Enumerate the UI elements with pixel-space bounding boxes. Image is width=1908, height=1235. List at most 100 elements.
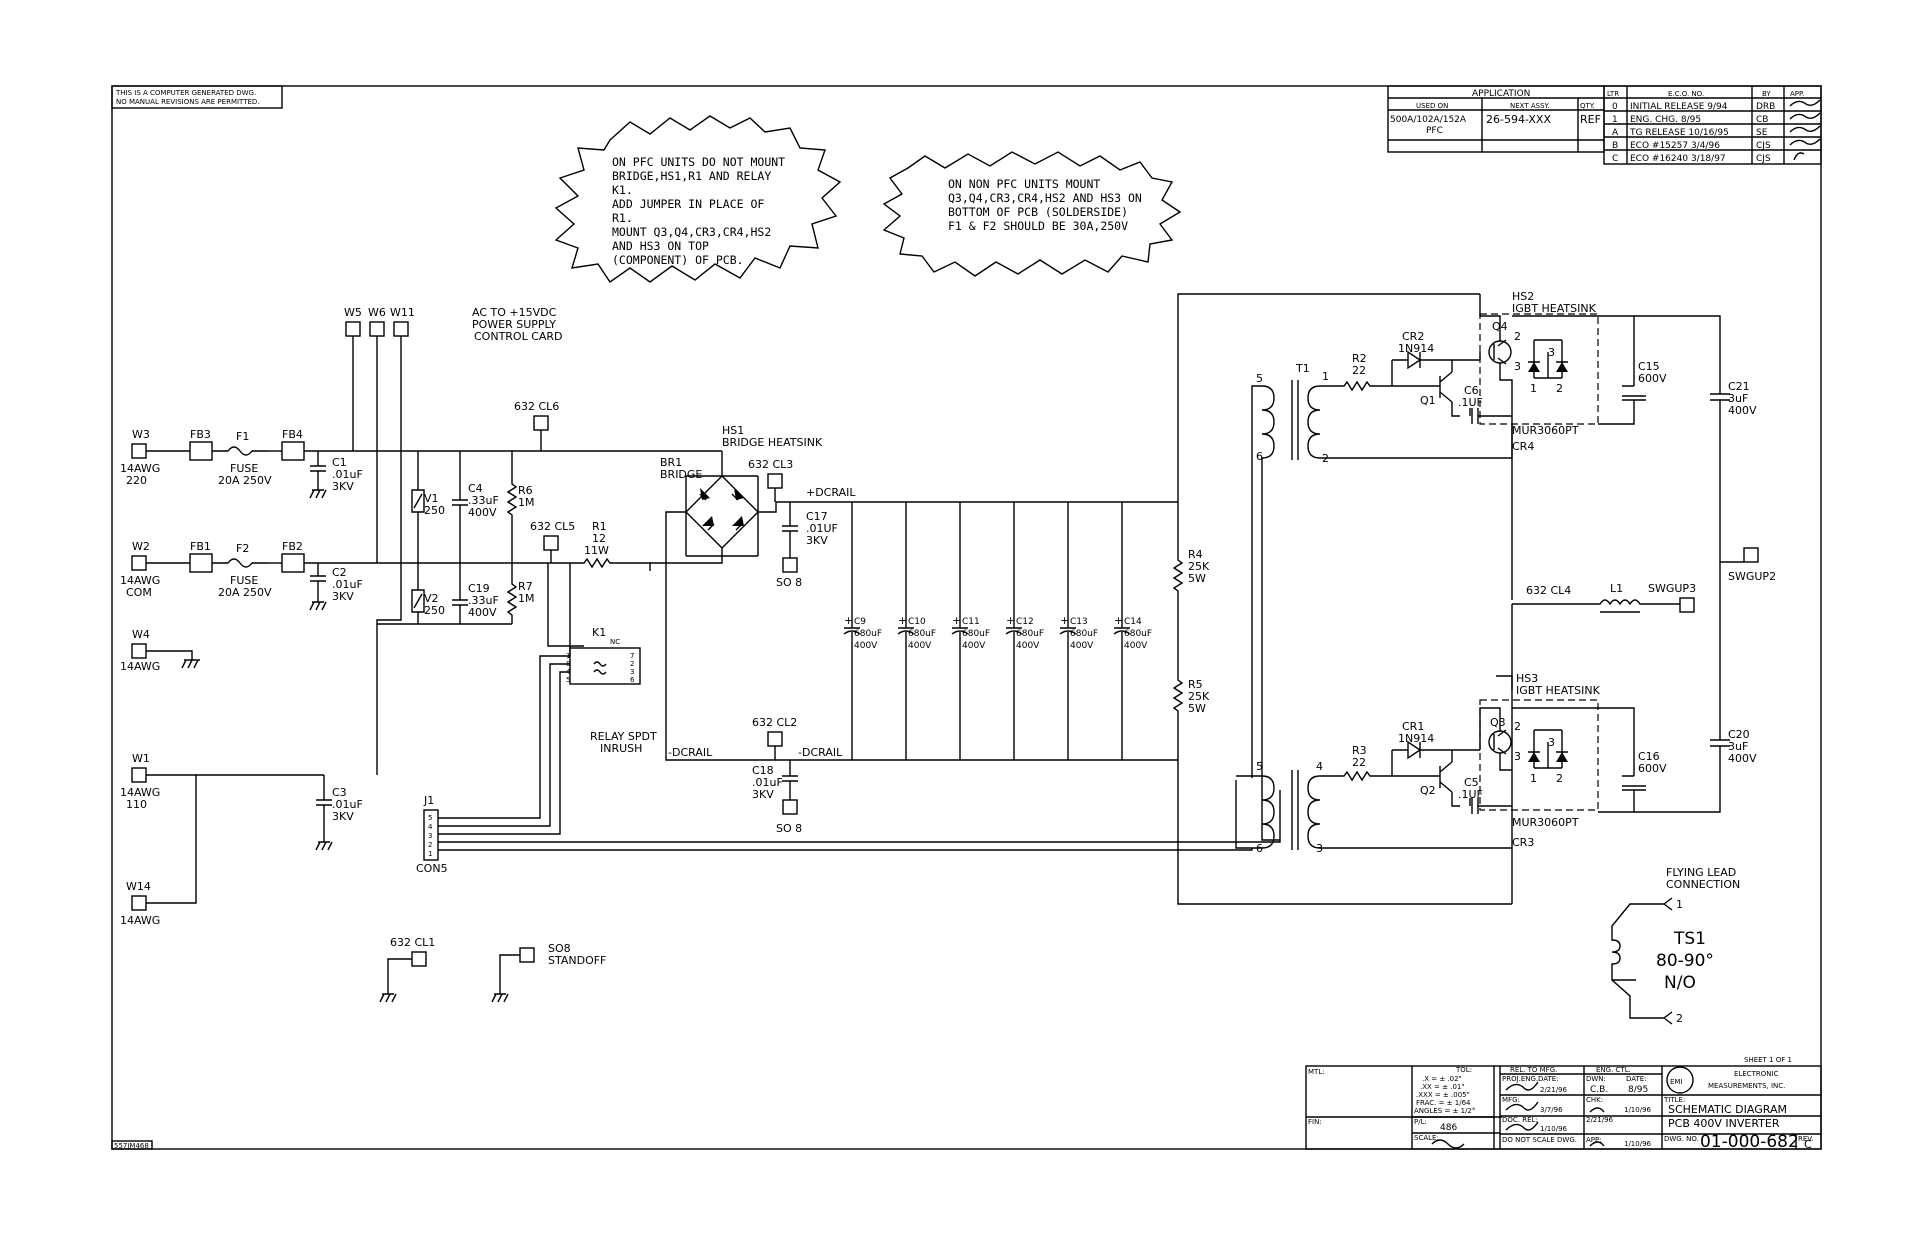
w2-awg: 14AWG	[120, 574, 160, 587]
ac-input-section: W3 14AWG 220 W2 14AWG COM W4 14AWG W1 14…	[120, 306, 722, 927]
cl2-label: 632 CL2	[752, 716, 797, 729]
varistor-v1	[411, 451, 425, 563]
w1-value: 110	[126, 798, 147, 811]
non-pfc-note-line: BOTTOM OF PCB (SOLDERSIDE)	[948, 205, 1128, 219]
tb-eng-ctl: ENG. CTL.	[1596, 1066, 1631, 1074]
svg-text:5: 5	[1256, 372, 1263, 385]
bulk-capacitor	[951, 502, 969, 760]
rev-row-ltr: B	[1612, 141, 1618, 151]
hs2-desc: IGBT HEATSINK	[1512, 302, 1597, 315]
stamp-box	[111, 1140, 153, 1150]
mur-lower-label: MUR3060PT	[1512, 816, 1579, 829]
rev-row-eco: ENG. CHG. 8/95	[1630, 115, 1701, 125]
resistor-r4-r5	[1172, 502, 1184, 760]
bulk-capacitor-label: C9	[854, 617, 866, 627]
app-used-on-2: PFC	[1426, 126, 1443, 136]
pfc-note-line: AND HS3 ON TOP	[612, 239, 709, 253]
test-point-cl5	[543, 535, 559, 551]
cl3-label: 632 CL3	[748, 458, 793, 471]
mur-diode-lower-a	[1528, 752, 1540, 762]
r5-rating: 5W	[1188, 702, 1206, 715]
capacitor-c3	[315, 775, 333, 851]
pfc-note-line: BRIDGE,HS1,R1 AND RELAY	[612, 169, 771, 183]
con5-label: CON5	[416, 862, 448, 875]
so8-upper	[782, 557, 798, 573]
w6-label: W6	[368, 306, 386, 319]
tb-date-value-3: 1/10/96	[1540, 1125, 1568, 1133]
scale-none-symbol	[1431, 1139, 1465, 1149]
app-title: APPLICATION	[1472, 89, 1530, 99]
c3-voltage: 3KV	[332, 810, 354, 823]
c18-voltage: 3KV	[752, 788, 774, 801]
r7-label: R7	[518, 580, 533, 593]
c6-label: C6	[1464, 384, 1479, 397]
rev-row-ltr: 0	[1612, 102, 1618, 112]
tb-tol-xxx: .XXX = ± .005"	[1416, 1091, 1470, 1099]
w1-label: W1	[132, 752, 150, 765]
j1-label: J1	[423, 794, 434, 807]
ferrite-fb3	[189, 441, 213, 461]
c15-label: C15	[1638, 360, 1660, 373]
bulk-capacitor-label: 400V	[1070, 641, 1094, 651]
v2-value: 250	[424, 604, 445, 617]
cl1-label: 632 CL1	[390, 936, 435, 949]
app-used-on-header: USED ON	[1416, 102, 1448, 110]
capacitor-c4	[452, 451, 468, 563]
r6-value: 1M	[518, 496, 535, 509]
fuse-f2	[212, 558, 268, 568]
relay-k1	[569, 647, 641, 685]
k1-label: K1	[592, 626, 606, 639]
pfc-note-line: ADD JUMPER IN PLACE OF	[612, 197, 764, 211]
svg-text:4: 4	[428, 823, 433, 831]
bridge-section: HS1 BRIDGE HEATSINK BR1 BRIDGE +DCRAIL -…	[650, 293, 1512, 905]
cr3-label: CR3	[1512, 836, 1534, 849]
dc-minus-label-1: -DCRAIL	[668, 746, 713, 759]
bulk-capacitor-polarity: +	[1060, 614, 1069, 627]
capacitor-c21	[1634, 315, 1744, 563]
rev-row-eco: ECO #16240 3/18/97	[1630, 154, 1726, 164]
capacitor-c1	[309, 451, 327, 499]
r1-label: R1	[592, 520, 607, 533]
c5-value: .1UF	[1458, 788, 1483, 801]
terminal-w11	[393, 321, 409, 337]
svg-text:4: 4	[1316, 760, 1323, 773]
c21-value: 3uF	[1728, 392, 1748, 405]
terminal-w2	[131, 555, 147, 571]
c6-value: .1UF	[1458, 396, 1483, 409]
tb-scale: SCALE:	[1414, 1134, 1439, 1142]
c21-voltage: 400V	[1728, 404, 1757, 417]
thermal-switch-section: FLYING LEAD CONNECTION 1 2 TS1 80-90° N/…	[1611, 866, 1740, 1025]
bulk-capacitor-label: 400V	[1016, 641, 1040, 651]
company-line1: ELECTRONIC	[1734, 1070, 1779, 1078]
tb-date-value-7: 1/10/96	[1624, 1140, 1652, 1148]
mur-diode-upper-a	[1528, 362, 1540, 372]
rev-eco-header: E.C.O. NO.	[1668, 90, 1704, 98]
ferrite-fb4	[281, 441, 305, 461]
thermal-switch-ts1	[1611, 897, 1673, 1025]
generated-note-line2: NO MANUAL REVISIONS ARE PERMITTED.	[116, 98, 260, 106]
br1-desc: BRIDGE	[660, 468, 702, 481]
tb-dwn-value: C.B.	[1590, 1085, 1608, 1095]
svg-text:6: 6	[630, 676, 635, 684]
r3-label: R3	[1352, 744, 1367, 757]
capacitor-c17	[782, 502, 798, 558]
swgup3-label: SWGUP3	[1648, 582, 1696, 595]
tb-date-1: DATE:	[1538, 1075, 1559, 1083]
r7-value: 1M	[518, 592, 535, 605]
rev-row-by: CJS	[1756, 141, 1771, 151]
tb-mtl: MTL:	[1308, 1068, 1325, 1076]
svg-text:1: 1	[428, 850, 432, 858]
title-block-signatures	[1505, 1081, 1539, 1131]
bulk-capacitor-label: C12	[1016, 617, 1034, 627]
br1-label: BR1	[660, 456, 682, 469]
hs1-desc: BRIDGE HEATSINK	[722, 436, 823, 449]
ac-card-line3: CONTROL CARD	[474, 330, 563, 343]
bulk-capacitor-label: C11	[962, 617, 980, 627]
relay-label-line2: INRUSH	[600, 742, 642, 755]
fb1-label: FB1	[190, 540, 211, 553]
c18-label: C18	[752, 764, 774, 777]
hs3-label: HS3	[1516, 672, 1538, 685]
dc-minus-label-2: -DCRAIL	[798, 746, 843, 759]
q3-label: Q3	[1490, 716, 1506, 729]
r1-value: 12	[592, 532, 606, 545]
